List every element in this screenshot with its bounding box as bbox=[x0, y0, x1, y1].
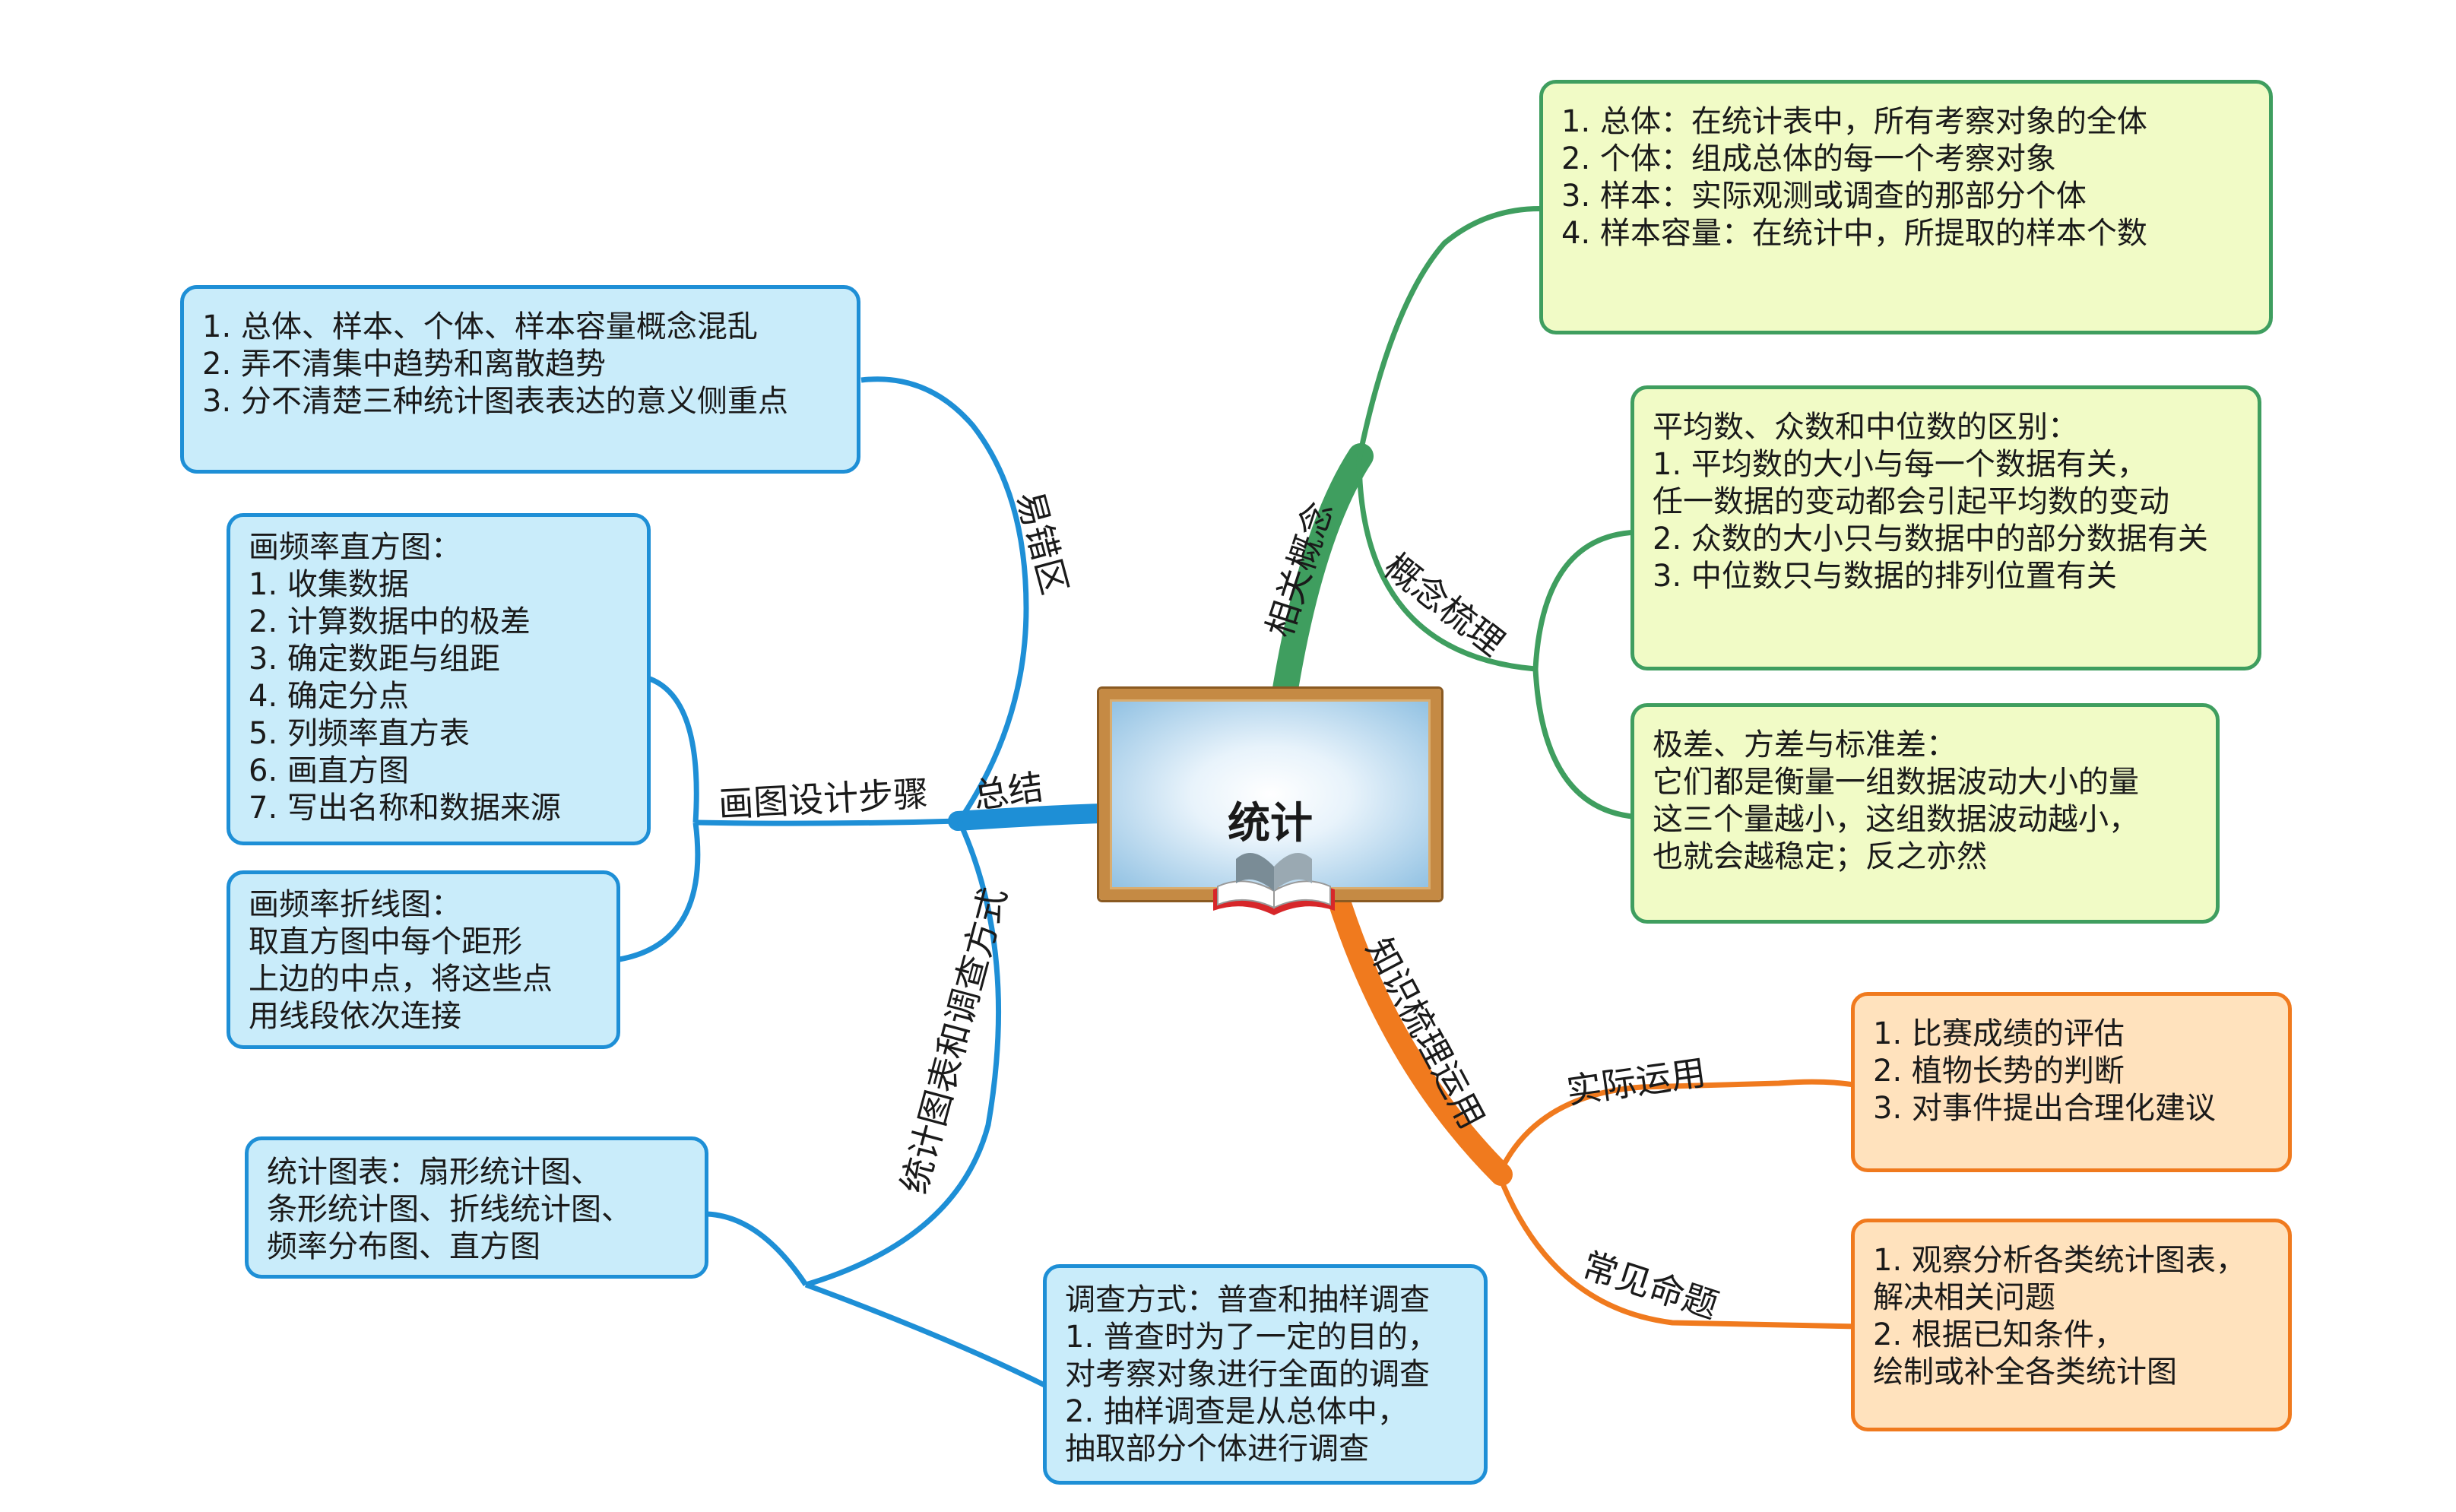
common-questions-line: 2. 根据已知条件， bbox=[1873, 1317, 2125, 1352]
chart-types-line: 统计图表：扇形统计图、 bbox=[267, 1155, 601, 1190]
common-questions-line: 1. 观察分析各类统计图表， bbox=[1873, 1243, 2246, 1278]
chart-types-line: 条形统计图、折线统计图、 bbox=[267, 1192, 632, 1227]
center-title: 统计 bbox=[1228, 799, 1313, 848]
histogram-steps-line: 7. 写出名称和数据来源 bbox=[249, 791, 561, 826]
variance-line: 这三个量越小，这组数据波动越小， bbox=[1653, 802, 2139, 837]
chart-types-box[interactable]: 统计图表：扇形统计图、 条形统计图、折线统计图、 频率分布图、直方图 bbox=[245, 1136, 708, 1279]
histogram-steps-box[interactable]: 画频率直方图： 1. 收集数据 2. 计算数据中的极差 3. 确定数距与组距 4… bbox=[227, 513, 651, 845]
averages-line: 任一数据的变动都会引起平均数的变动 bbox=[1653, 484, 2169, 519]
error-zone-line: 2. 弄不清集中趋势和离散趋势 bbox=[202, 347, 606, 382]
survey-methods-line: 抽取部分个体进行调查 bbox=[1065, 1431, 1369, 1466]
survey-methods-line: 调查方式：普查和抽样调查 bbox=[1065, 1282, 1430, 1317]
concepts-line: 3. 样本：实际观测或调查的那部分个体 bbox=[1561, 179, 2087, 214]
line-chart-steps-line: 取直方图中每个距形 bbox=[249, 924, 522, 959]
histogram-steps-line: 画频率直方图： bbox=[249, 530, 461, 565]
histogram-steps-line: 2. 计算数据中的极差 bbox=[249, 604, 531, 639]
averages-line: 平均数、众数和中位数的区别： bbox=[1653, 410, 2078, 445]
histogram-steps-line: 1. 收集数据 bbox=[249, 567, 409, 602]
error-zone-box[interactable]: 1. 总体、样本、个体、样本容量概念混乱 2. 弄不清集中趋势和离散趋势 3. … bbox=[180, 285, 860, 474]
line-chart-steps-box[interactable]: 画频率折线图： 取直方图中每个距形 上边的中点，将这些点 用线段依次连接 bbox=[227, 870, 620, 1049]
survey-methods-box[interactable]: 调查方式：普查和抽样调查 1. 普查时为了一定的目的， 对考察对象进行全面的调查… bbox=[1043, 1264, 1488, 1485]
averages-line: 1. 平均数的大小与每一个数据有关， bbox=[1653, 447, 2147, 482]
practical-line: 2. 植物长势的判断 bbox=[1873, 1054, 2125, 1089]
practical-box[interactable]: 1. 比赛成绩的评估 2. 植物长势的判断 3. 对事件提出合理化建议 bbox=[1851, 992, 2292, 1172]
concepts-line: 1. 总体：在统计表中，所有考察对象的全体 bbox=[1561, 104, 2147, 139]
trunk-summary bbox=[948, 804, 1112, 831]
chart-types-line: 频率分布图、直方图 bbox=[267, 1229, 540, 1264]
trunk-knowledge bbox=[1326, 886, 1513, 1186]
averages-line: 3. 中位数只与数据的排列位置有关 bbox=[1653, 559, 2117, 594]
histogram-steps-line: 5. 列频率直方表 bbox=[249, 716, 470, 751]
averages-line: 2. 众数的大小只与数据中的部分数据有关 bbox=[1653, 521, 2208, 556]
concepts-line: 2. 个体：组成总体的每一个考察对象 bbox=[1561, 141, 2056, 176]
survey-methods-line: 2. 抽样调查是从总体中， bbox=[1065, 1394, 1408, 1429]
error-zone-line: 1. 总体、样本、个体、样本容量概念混乱 bbox=[202, 309, 758, 344]
variance-line: 它们都是衡量一组数据波动大小的量 bbox=[1653, 765, 2139, 800]
common-questions-box[interactable]: 1. 观察分析各类统计图表， 解决相关问题 2. 根据已知条件， 绘制或补全各类… bbox=[1851, 1219, 2292, 1431]
common-questions-line: 解决相关问题 bbox=[1873, 1280, 2055, 1315]
line-chart-steps-line: 上边的中点，将这些点 bbox=[249, 962, 553, 997]
center-node[interactable]: 统计 bbox=[1099, 689, 1441, 900]
trunk-concepts bbox=[1272, 443, 1374, 706]
branch-label-summary: 总结 bbox=[971, 766, 1046, 817]
concepts-line: 4. 样本容量：在统计中，所提取的样本个数 bbox=[1561, 216, 2147, 251]
histogram-steps-line: 3. 确定数距与组距 bbox=[249, 642, 500, 677]
line-chart-steps-line: 用线段依次连接 bbox=[249, 999, 461, 1034]
survey-methods-line: 1. 普查时为了一定的目的， bbox=[1065, 1320, 1438, 1355]
concepts-box[interactable]: 1. 总体：在统计表中，所有考察对象的全体 2. 个体：组成总体的每一个考察对象… bbox=[1539, 80, 2273, 334]
practical-line: 3. 对事件提出合理化建议 bbox=[1873, 1091, 2216, 1126]
histogram-steps-line: 4. 确定分点 bbox=[249, 679, 409, 714]
survey-methods-line: 对考察对象进行全面的调查 bbox=[1065, 1357, 1430, 1392]
error-zone-line: 3. 分不清楚三种统计图表表达的意义侧重点 bbox=[202, 384, 788, 419]
practical-line: 1. 比赛成绩的评估 bbox=[1873, 1016, 2125, 1051]
variance-box[interactable]: 极差、方差与标准差： 它们都是衡量一组数据波动大小的量 这三个量越小，这组数据波… bbox=[1630, 703, 2220, 924]
variance-line: 极差、方差与标准差： bbox=[1653, 727, 1957, 762]
common-questions-line: 绘制或补全各类统计图 bbox=[1873, 1355, 2177, 1390]
histogram-steps-line: 6. 画直方图 bbox=[249, 753, 409, 788]
open-book-icon bbox=[1213, 853, 1335, 915]
variance-line: 也就会越稳定；反之亦然 bbox=[1653, 839, 1987, 874]
line-chart-steps-line: 画频率折线图： bbox=[249, 887, 461, 922]
averages-box[interactable]: 平均数、众数和中位数的区别： 1. 平均数的大小与每一个数据有关， 任一数据的变… bbox=[1630, 385, 2261, 670]
